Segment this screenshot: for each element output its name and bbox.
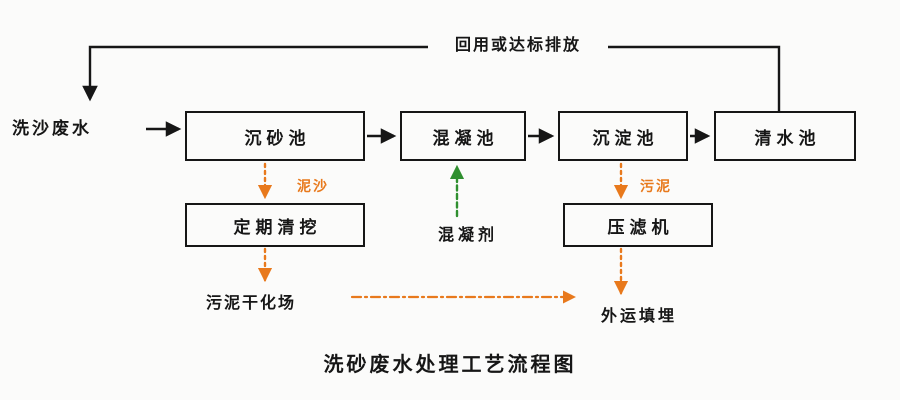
box-coagulation-tank-label: 混凝池 (432, 128, 499, 148)
box-grit-chamber-label: 沉砂池 (244, 128, 311, 148)
landfill-label: 外运填埋 (601, 308, 678, 325)
box-periodic-cleaning: 定期清挖 (185, 203, 365, 247)
box-grit-chamber: 沉砂池 (185, 111, 365, 161)
box-sedimentation-tank-label: 沉淀池 (592, 128, 659, 148)
sludge-stream-label: 污泥 (640, 178, 672, 194)
reuse-discharge-label: 回用或达标排放 (428, 33, 608, 59)
sludge-drying-field-label: 污泥干化场 (206, 295, 297, 312)
box-sedimentation-tank: 沉淀池 (558, 111, 688, 161)
inlet-wastewater-label: 洗沙废水 (12, 119, 92, 138)
box-clearwater-tank: 清水池 (714, 111, 856, 161)
diagram-title: 洗砂废水处理工艺流程图 (323, 354, 577, 376)
box-filter-press-label: 压滤机 (607, 217, 674, 237)
box-filter-press: 压滤机 (563, 203, 713, 247)
box-coagulation-tank: 混凝池 (400, 111, 526, 161)
coagulant-label: 混凝剂 (437, 227, 498, 244)
box-clearwater-tank-label: 清水池 (754, 128, 821, 148)
box-periodic-cleaning-label: 定期清挖 (233, 217, 322, 237)
sediment-stream-label: 泥沙 (297, 178, 329, 194)
